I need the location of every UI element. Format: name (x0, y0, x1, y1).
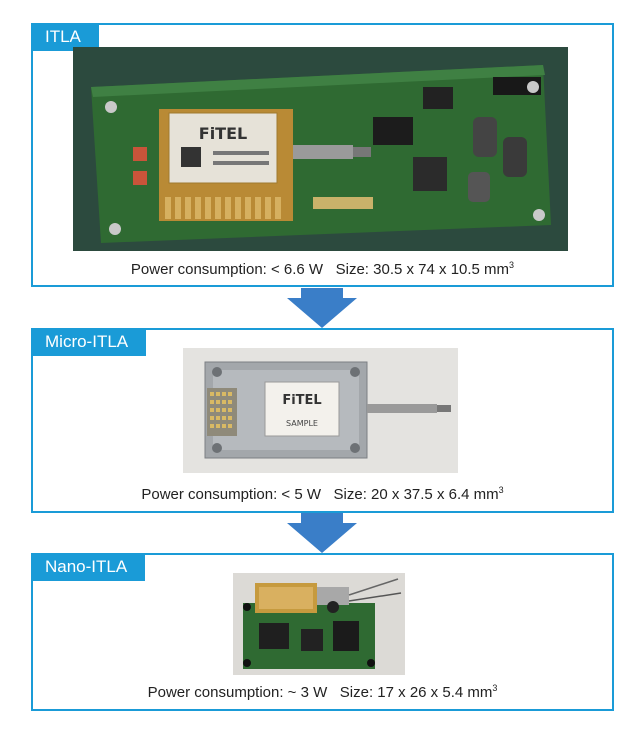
nano-itla-caption: Power consumption: ~ 3 W Size: 17 x 26 x… (33, 683, 612, 701)
micro-itla-size: Size: 20 x 37.5 x 6.4 mm (333, 486, 499, 503)
nano-itla-panel: Nano-ITLA Power consumption: ~ 3 W Size:… (31, 553, 614, 711)
micro-itla-label: Micro-ITLA (31, 328, 147, 356)
itla-power: Power consumption: < 6.6 W (130, 261, 324, 278)
nano-itla-label: Nano-ITLA (31, 553, 146, 581)
nano-itla-power: Power consumption: ~ 3 W (147, 684, 328, 701)
itla-size-sup: 3 (509, 260, 515, 270)
nano-itla-size: Size: 17 x 26 x 5.4 mm (339, 684, 493, 701)
nano-itla-photo (233, 573, 405, 675)
micro-itla-panel: Micro-ITLA FiTEL SAMPLE Power consumptio… (31, 328, 614, 513)
micro-itla-sample-text: SAMPLE (286, 419, 318, 428)
micro-itla-photo: FiTEL SAMPLE (183, 348, 458, 473)
micro-itla-power: Power consumption: < 5 W (141, 486, 322, 503)
itla-photo: FiTEL (73, 47, 568, 251)
micro-itla-size-sup: 3 (498, 485, 504, 495)
micro-itla-caption: Power consumption: < 5 W Size: 20 x 37.5… (33, 485, 612, 503)
nano-itla-size-sup: 3 (492, 683, 498, 693)
micro-itla-fitel-logo: FiTEL (282, 393, 321, 408)
itla-size: Size: 30.5 x 74 x 10.5 mm (335, 261, 510, 278)
itla-fitel-logo: FiTEL (199, 124, 247, 143)
down-arrow-2-icon (287, 513, 357, 553)
down-arrow-1-icon (287, 288, 357, 328)
itla-caption: Power consumption: < 6.6 W Size: 30.5 x … (33, 260, 612, 278)
itla-panel: ITLA FiTEL (31, 23, 614, 287)
itla-label: ITLA (31, 23, 99, 51)
